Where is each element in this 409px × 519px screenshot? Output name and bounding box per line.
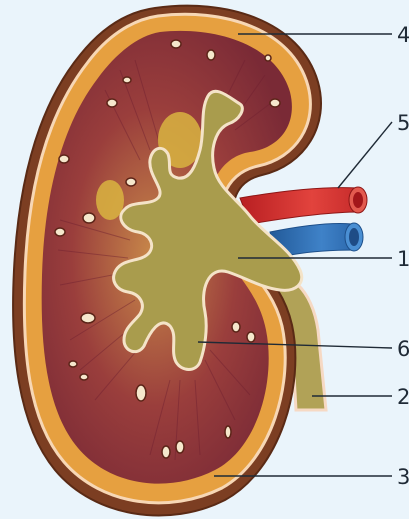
- label-5: 5: [397, 111, 409, 135]
- renal-artery: [240, 188, 360, 224]
- label-2: 2: [397, 385, 409, 409]
- label-6: 6: [397, 337, 409, 361]
- renal-artery-lumen: [353, 192, 363, 208]
- renal-vein-lumen: [349, 228, 359, 246]
- label-1: 1: [397, 247, 409, 271]
- label-4: 4: [397, 23, 409, 47]
- leader-line-5: [338, 122, 392, 188]
- label-3: 3: [397, 465, 409, 489]
